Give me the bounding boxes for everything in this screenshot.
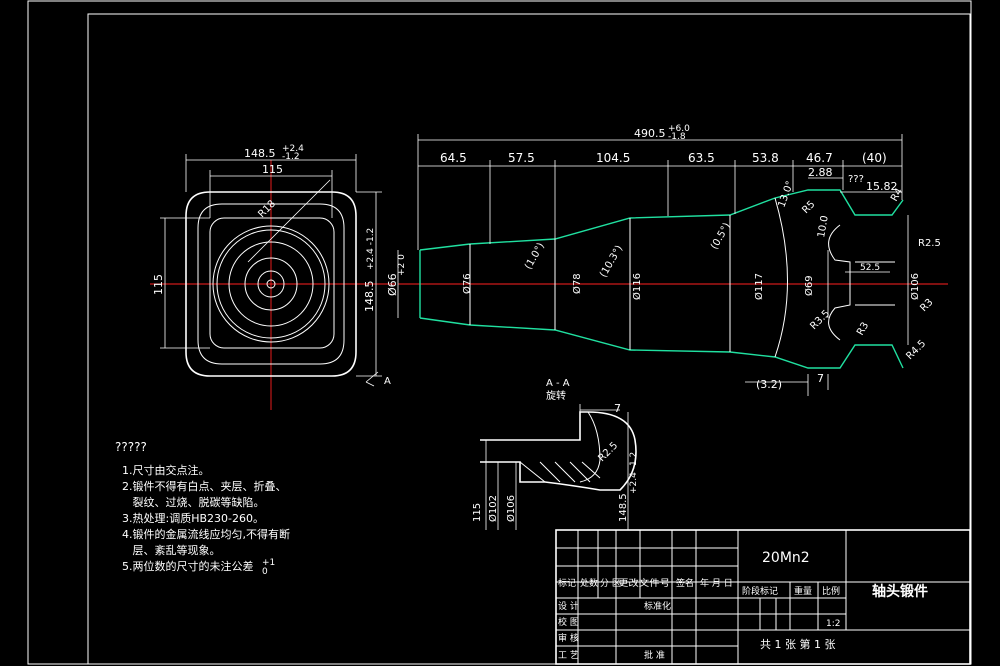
r-label-6: R3	[855, 320, 871, 337]
dia-2: Ø78	[571, 273, 583, 294]
tb-row-4: 工 艺	[558, 650, 579, 661]
section-dim-1: 115	[472, 503, 483, 522]
tb-approve: 批 准	[644, 649, 665, 661]
side-overall-tol-lower: -1.8	[668, 132, 686, 142]
tb-sheets: 共 1 张 第 1 张	[760, 637, 835, 651]
misc-3: 15.82	[866, 180, 898, 193]
top-dim-width: 148.5	[244, 147, 276, 160]
note-line-7: 5.两位数的尺寸的未注公差	[122, 559, 254, 573]
r-label-1: R5	[800, 199, 817, 216]
misc-7: 7	[817, 372, 824, 385]
segment-5: 53.8	[752, 151, 779, 165]
taper-4: 13.0°	[776, 180, 796, 209]
dia-3: Ø116	[631, 273, 643, 300]
tb-stage: 阶段标记	[742, 585, 778, 597]
tb-scale: 1:2	[826, 619, 840, 629]
tb-header-2: 处数	[580, 577, 598, 589]
dia-left: Ø66	[386, 273, 399, 296]
tech-notes: ????? 1.尺寸由交点注。 2.锻件不得有白点、夹层、折叠、 裂纹、过烧、脱…	[115, 440, 290, 577]
segment-7: (40)	[862, 151, 887, 165]
section-dim-3: Ø106	[505, 495, 517, 522]
top-dim-left: 115	[152, 274, 165, 295]
note-line-3: 裂纹、过烧、脱碳等缺陷。	[122, 495, 265, 509]
top-dim-inner: 115	[262, 163, 283, 176]
note-line-5: 4.锻件的金属流线应均匀,不得有断	[122, 527, 290, 541]
part-name: 轴头锻件	[872, 583, 928, 600]
notes-title: ?????	[115, 440, 147, 454]
note-line-6: 层、紊乱等现象。	[122, 543, 221, 557]
section-dim-top: 7	[614, 402, 621, 415]
dia-5: Ø69	[803, 275, 815, 296]
side-overall-length: 490.5	[634, 127, 666, 140]
misc-6: (3.2)	[756, 378, 782, 391]
tb-row-2: 校 图	[558, 616, 579, 628]
side-overall-tol-upper: +6.0	[668, 124, 690, 134]
tb-header-6: 年 月 日	[700, 577, 733, 589]
section-title: A - A	[546, 378, 570, 389]
tb-std: 标准化	[644, 600, 671, 612]
section-dim-r: R2.5	[596, 440, 620, 464]
misc-5: 52.5	[860, 263, 880, 273]
section-dim-last-tol: +2.4 -1.2	[629, 452, 639, 494]
note-line-1: 1.尺寸由交点注。	[122, 463, 210, 477]
inner-frame	[87, 13, 971, 665]
note-tol-sup: +1	[262, 558, 275, 568]
r-label-3: R2.5	[918, 238, 941, 249]
note-line-4: 3.热处理:调质HB230-260。	[122, 512, 264, 525]
section-dim-2: Ø102	[487, 495, 499, 522]
segment-4: 63.5	[688, 151, 715, 165]
title-block: 20Mn2 轴头锻件 标记 处数 分 区 更改文件号 签名 年 月 日 设 计 …	[555, 529, 971, 665]
top-dim-right-tol: +2.4 -1.2	[366, 228, 376, 270]
tb-header-3: 分 区	[600, 578, 621, 589]
tb-row-1: 设 计	[558, 600, 579, 612]
misc-2: ???	[848, 174, 864, 185]
segment-2: 57.5	[508, 151, 535, 165]
tb-header-5: 签名	[676, 577, 694, 589]
tb-row-3: 审 核	[558, 632, 579, 644]
taper-3: (0.5°)	[709, 221, 733, 251]
material: 20Mn2	[762, 550, 810, 566]
taper-2: (10.3°)	[598, 244, 625, 280]
section-mark-a: A	[384, 376, 391, 387]
section-dim-4: 148.5	[618, 493, 629, 522]
top-dim-width-tol-lower: -1.2	[282, 152, 300, 162]
side-view: 490.5 +6.0 -1.8 64.5 57.5 104.5 63.5 53.…	[386, 124, 948, 396]
tb-scale-label: 比例	[822, 585, 840, 597]
top-dim-width-tol-upper: +2.4	[282, 144, 304, 154]
top-view: 148.5 +2.4 -1.2 115 R18 115 148.5 +2.4 -…	[150, 144, 395, 410]
note-tol-sub: 0	[262, 567, 268, 577]
taper-1: (1.0°)	[523, 241, 547, 271]
section-subtitle: 旋转	[546, 389, 566, 402]
top-dim-radius: R18	[256, 198, 278, 220]
tb-weight: 重量	[794, 585, 812, 597]
misc-4: 10.0	[816, 215, 831, 239]
tb-header-1: 标记	[558, 577, 576, 589]
section-view: A - A 旋转 7 R2.5 115 Ø102 Ø106 148.5 +2.4…	[472, 378, 639, 530]
segment-6: 46.7	[806, 151, 833, 165]
segment-1: 64.5	[440, 151, 467, 165]
tb-header-4: 更改文件号	[618, 577, 670, 589]
dia-4: Ø117	[753, 273, 765, 300]
misc-1: 2.88	[808, 166, 833, 179]
top-dim-right: 148.5	[363, 281, 376, 313]
dia-left-tol: +2 0	[397, 254, 407, 276]
dia-1: Ø76	[461, 273, 473, 294]
dia-6: Ø106	[909, 273, 921, 300]
segment-3: 104.5	[596, 151, 630, 165]
note-line-2: 2.锻件不得有白点、夹层、折叠、	[122, 479, 287, 493]
